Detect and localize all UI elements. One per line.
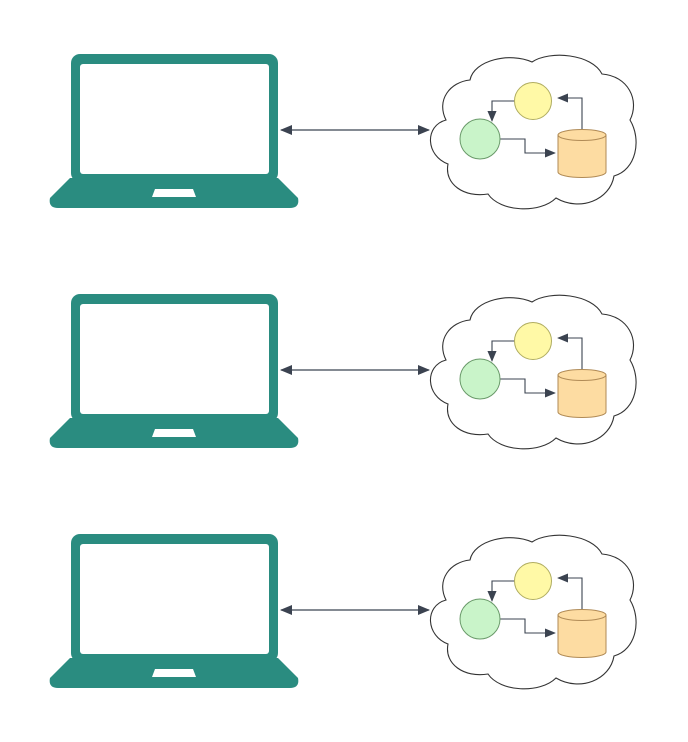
laptop-icon — [49, 54, 299, 208]
connector-database-to-yellow — [557, 93, 583, 130]
diagram-row — [49, 294, 637, 450]
database-icon — [557, 129, 607, 178]
connector-yellow-to-green — [487, 100, 515, 122]
yellow-node — [514, 322, 552, 360]
laptop-screen — [80, 304, 269, 414]
diagram-row — [49, 54, 637, 210]
connector-database-to-yellow — [557, 573, 583, 610]
connector-green-to-database — [500, 138, 556, 158]
rows-layer — [49, 54, 637, 690]
laptop-trackpad — [152, 189, 196, 197]
database-body — [557, 614, 607, 658]
database-icon — [557, 609, 607, 658]
diagram-row — [49, 534, 637, 690]
laptop-screen — [80, 544, 269, 654]
yellow-node — [514, 562, 552, 600]
connector-yellow-to-green — [487, 580, 515, 602]
database-top — [557, 369, 607, 381]
database-body — [557, 374, 607, 418]
database-icon — [557, 369, 607, 418]
connector-green-to-database — [500, 618, 556, 638]
green-node — [459, 358, 501, 400]
laptop-trackpad — [152, 429, 196, 437]
yellow-node — [514, 82, 552, 120]
laptop-icon — [49, 534, 299, 688]
green-node — [459, 118, 501, 160]
database-top — [557, 129, 607, 141]
laptop-screen — [80, 64, 269, 174]
connector-database-to-yellow — [557, 333, 583, 370]
cloud-icon — [429, 54, 637, 210]
laptop-icon — [49, 294, 299, 448]
connector-green-to-database — [500, 378, 556, 398]
cloud-icon — [429, 294, 637, 450]
database-body — [557, 134, 607, 178]
database-top — [557, 609, 607, 621]
connector-yellow-to-green — [487, 340, 515, 362]
laptop-trackpad — [152, 669, 196, 677]
green-node — [459, 598, 501, 640]
cloud-icon — [429, 534, 637, 690]
